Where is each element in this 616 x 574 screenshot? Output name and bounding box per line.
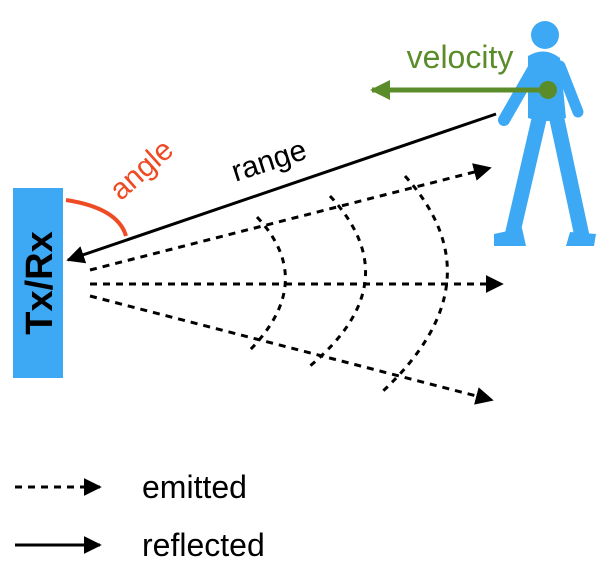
tx-rx-device xyxy=(13,188,63,378)
reflected-ray xyxy=(66,112,497,264)
legend-emitted-label: emitted xyxy=(142,469,247,505)
wavefront-arc-3 xyxy=(380,174,449,394)
wavefront-arc-1 xyxy=(246,215,287,354)
velocity-origin-dot xyxy=(539,81,557,99)
legend: emitted reflected xyxy=(15,469,265,563)
emitted-ray-upper xyxy=(89,163,492,272)
angle-arc xyxy=(65,198,128,237)
emitted-ray-lower xyxy=(89,294,494,405)
angle-label: angle xyxy=(103,133,180,207)
legend-reflected-label: reflected xyxy=(142,527,265,563)
wavefront-arc-2 xyxy=(309,194,367,368)
walking-person-icon xyxy=(494,21,596,246)
velocity-label: velocity xyxy=(407,39,514,75)
tx-rx-label: Tx/Rx xyxy=(19,231,61,334)
